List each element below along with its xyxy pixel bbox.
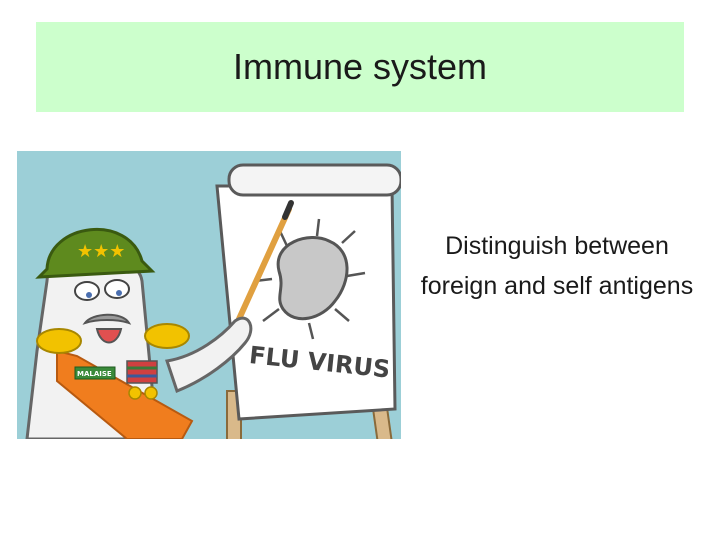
character-arm: [165, 316, 253, 393]
virus-body: [276, 236, 349, 321]
epaulette-left: [36, 328, 82, 354]
character-helmet: [35, 228, 156, 279]
cartoon-svg: FLU VIRUS ★★★ MALAISE: [25, 163, 401, 439]
medal-right: [144, 386, 158, 400]
flip-chart-roll: [227, 163, 401, 197]
name-badge: [74, 366, 116, 380]
title-banner: Immune system: [36, 22, 684, 112]
medal-left: [128, 386, 142, 400]
slide-body-text: Distinguish between foreign and self ant…: [420, 232, 694, 300]
name-badge-text: MALAISE: [77, 370, 112, 378]
character-mouth: [95, 328, 123, 344]
virus-drawing: [254, 218, 366, 340]
pointer-stick: [236, 206, 292, 322]
medal-ribbons: [126, 360, 158, 384]
cartoon-illustration: FLU VIRUS ★★★ MALAISE: [17, 151, 401, 439]
character-eye-left: [74, 281, 100, 301]
epaulette-right: [144, 323, 190, 349]
helmet-stars: ★★★: [77, 241, 125, 262]
pointer-tip: [282, 200, 294, 220]
character-eye-right: [104, 279, 130, 299]
character-mustache: [82, 313, 132, 325]
slide-title: Immune system: [232, 46, 488, 87]
